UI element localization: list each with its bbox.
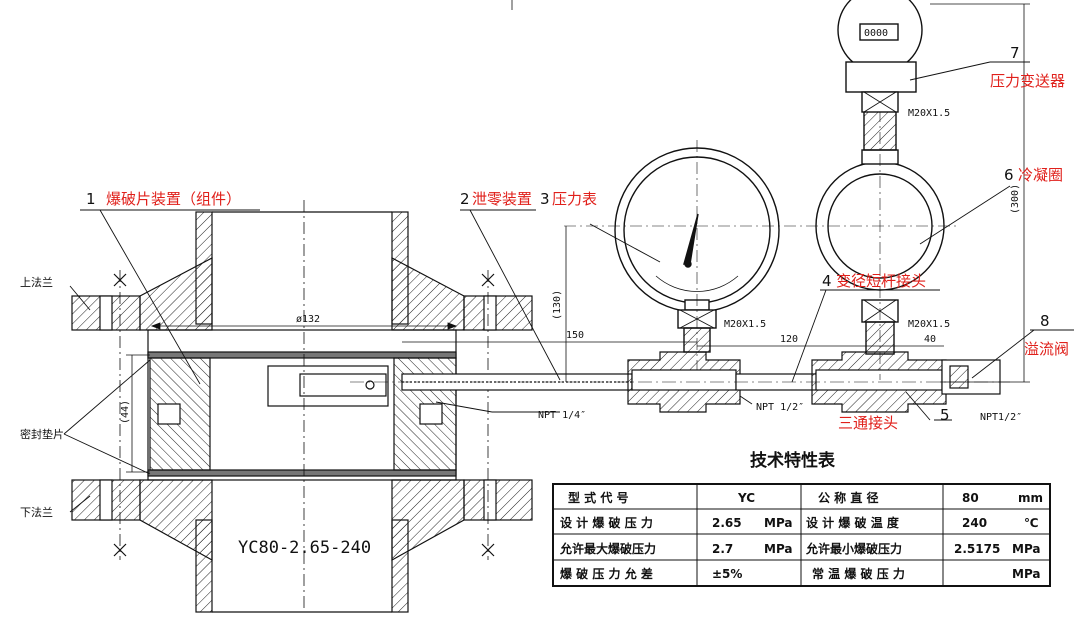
callout-5-label: 三通接头 [838,414,898,432]
dim-d150-text: 150 [566,330,584,341]
spec-r3-c6: MPa [1012,542,1041,556]
dim-d120-text: 120 [780,334,798,345]
spec-r2-c5: 240 [962,516,987,530]
pressure-gauge [614,140,780,370]
dim-d40-text: 40 [924,334,936,345]
spec-r4-c4: 常 温 爆 破 压 力 [812,566,905,581]
transmitter-display: 0000 [864,28,888,39]
callout-3-number: 3 [540,190,550,208]
spec-r2-c1: 设 计 爆 破 压 力 [560,515,653,530]
upper-flange-label: 上法兰 [20,275,53,289]
callout-7-label: 压力变送器 [990,72,1065,90]
thread-npt-half: NPT 1/2″ [756,402,804,413]
spec-r3-c3: MPa [764,542,793,556]
dim-d130-text: (130) [552,290,563,320]
piping [350,351,1010,413]
model-number: YC80-2.65-240 [238,538,371,558]
callout-1-number: 1 [86,190,96,208]
spec-r3-c4: 允许最小爆破压力 [805,541,902,556]
callout-5-number: 5 [940,406,950,424]
spec-r2-c4: 设 计 爆 破 温 度 [806,515,900,530]
spec-r4-c6: MPa [1012,567,1041,581]
callout-6-label: 冷凝圈 [1018,166,1063,184]
thread-m20-top: M20X1.5 [908,108,950,119]
spec-r4-c1: 爆 破 压 力 允 差 [560,566,653,581]
callout-7-number: 7 [1010,44,1020,62]
callout-4-label: 变径短杆接头 [836,272,926,290]
dim-d132-text: ø132 [296,314,320,325]
leader-lines [63,61,1074,513]
gasket-label: 密封垫片 [20,427,64,441]
spec-r2-c2: 2.65 [712,516,742,530]
spec-r3-c2: 2.7 [712,542,733,556]
thread-m20-left: M20X1.5 [724,319,766,330]
callout-6-number: 6 [1004,166,1014,184]
condenser-ring [564,0,960,380]
callout-2-label: 泄零装置 [472,190,532,208]
pressure-transmitter [837,0,923,113]
spec-r2-c6: ℃ [1024,516,1039,530]
spec-table-title: 技术特性表 [750,450,836,471]
dimension-d132 [150,322,458,330]
spec-r1-c1: 型 式 代 号 [568,490,629,505]
spec-r2-c3: MPa [764,516,793,530]
thread-npt-quarter: NPT 1/4″ [538,410,586,421]
spec-r1-c5: mm [1018,491,1043,505]
callout-8-label: 溢流阀 [1024,340,1069,358]
flange-assembly [71,200,533,613]
callout-1-label: 爆破片装置（组件） [106,190,241,208]
callout-2-number: 2 [460,190,470,208]
dimension-lines [402,0,1030,383]
callout-8-number: 8 [1040,312,1050,330]
callout-4-number: 4 [822,272,832,290]
thread-npt-half-right: NPT1/2″ [980,412,1022,423]
spec-table [552,483,1051,587]
spec-r1-c2: YC [737,491,755,505]
dim-d44-text: (44) [120,400,131,424]
dim-d300-text: (300) [1010,184,1021,214]
spec-r4-c2: ±5% [712,567,742,581]
thread-m20-right: M20X1.5 [908,319,950,330]
callout-3-label: 压力表 [552,190,597,208]
spec-r3-c5: 2.5175 [954,542,1000,556]
spec-r3-c1: 允许最大爆破压力 [559,541,656,556]
spec-r1-c4: 80 [962,491,979,505]
spec-r1-c3: 公 称 直 径 [818,490,879,505]
lower-flange-label: 下法兰 [20,505,53,519]
